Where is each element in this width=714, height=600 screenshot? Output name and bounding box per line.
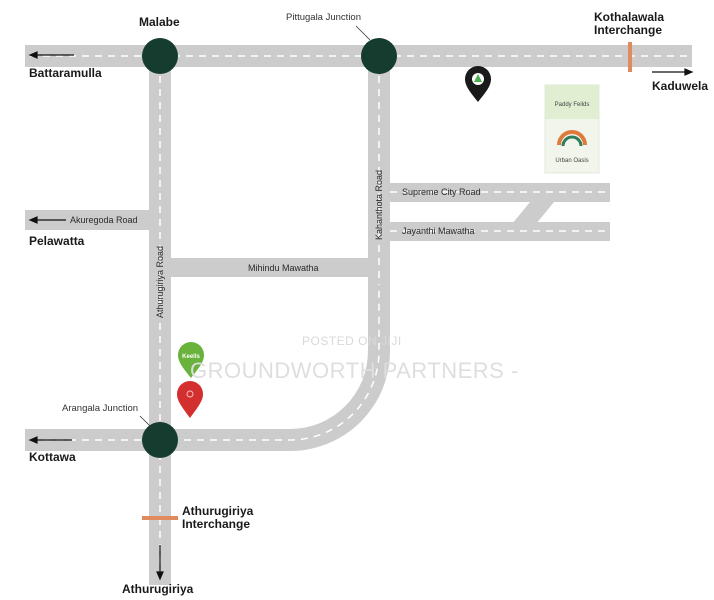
label-mihindu-mawatha: Mihindu Mawatha: [248, 263, 319, 273]
label-supreme-city-road: Supreme City Road: [402, 187, 481, 197]
pittugala-pointer: [355, 25, 371, 41]
kothalawala-interchange-marker: [628, 42, 632, 72]
red-location-pin[interactable]: [177, 381, 203, 418]
label-pelawatta: Pelawatta: [29, 234, 85, 248]
label-kahanthota-road: Kahanthota Road: [374, 170, 384, 240]
dots-icon: [186, 390, 194, 398]
watermark-company: GROUNDWORTH PARTNERS -: [190, 358, 519, 383]
arrow-athurugiriya-head: [156, 571, 164, 581]
urban-oasis-logo-icon: [557, 130, 587, 147]
athurugiriya-interchange-marker: [142, 516, 178, 520]
pittugala-junction[interactable]: [361, 38, 397, 74]
label-akuregoda-road: Akuregoda Road: [70, 215, 138, 225]
label-battaramulla: Battaramulla: [29, 66, 102, 80]
label-athurugiriya: Athurugiriya: [122, 582, 194, 596]
label-paddy-fields: Paddy Feilds: [555, 102, 590, 108]
road-akuregoda: [25, 210, 149, 230]
arrow-pelawatta-head: [28, 216, 38, 224]
label-athurugiriya-interchange-2: Interchange: [182, 517, 250, 531]
keells-label: Keells: [182, 354, 200, 360]
label-athurugiriya-road: Athurugiriya Road: [155, 246, 165, 318]
watermark-posted: POSTED ON JIJI: [302, 334, 402, 348]
arrow-battaramulla-head: [28, 51, 38, 59]
label-kottawa: Kottawa: [29, 450, 76, 464]
paddy-fields-card[interactable]: Paddy Feilds Urban Oasis: [544, 84, 600, 174]
arangala-junction[interactable]: [142, 422, 178, 458]
label-pittugala: Pittugala Junction: [286, 12, 361, 23]
road-mihindu: [171, 258, 368, 277]
label-kothalawala-2: Interchange: [594, 23, 662, 37]
road-kahanthota: [368, 45, 390, 285]
map-pin-icon: [177, 381, 203, 418]
label-kaduwela: Kaduwela: [652, 79, 708, 93]
tree-icon: [474, 74, 482, 82]
map-pin-icon: [178, 342, 204, 378]
road-curve-to-kahanthota: [171, 280, 390, 451]
arrow-kottawa-head: [28, 436, 38, 444]
label-urban-oasis: Urban Oasis: [555, 158, 588, 164]
label-athurugiriya-interchange-1: Athurugiriya: [182, 504, 254, 518]
direction-arrows: [28, 51, 694, 581]
arrow-kaduwela-head: [684, 68, 694, 76]
black-location-pin[interactable]: [465, 66, 491, 102]
label-jayanthi-mawatha: Jayanthi Mawatha: [402, 226, 475, 236]
label-kothalawala-1: Kothalawala: [594, 10, 664, 24]
keells-pin[interactable]: Keells: [178, 342, 204, 378]
lane-markings: [30, 50, 690, 582]
malabe-junction[interactable]: [142, 38, 178, 74]
arangala-pointer: [139, 415, 153, 429]
label-arangala: Arangala Junction: [62, 403, 138, 414]
label-malabe: Malabe: [139, 15, 180, 29]
